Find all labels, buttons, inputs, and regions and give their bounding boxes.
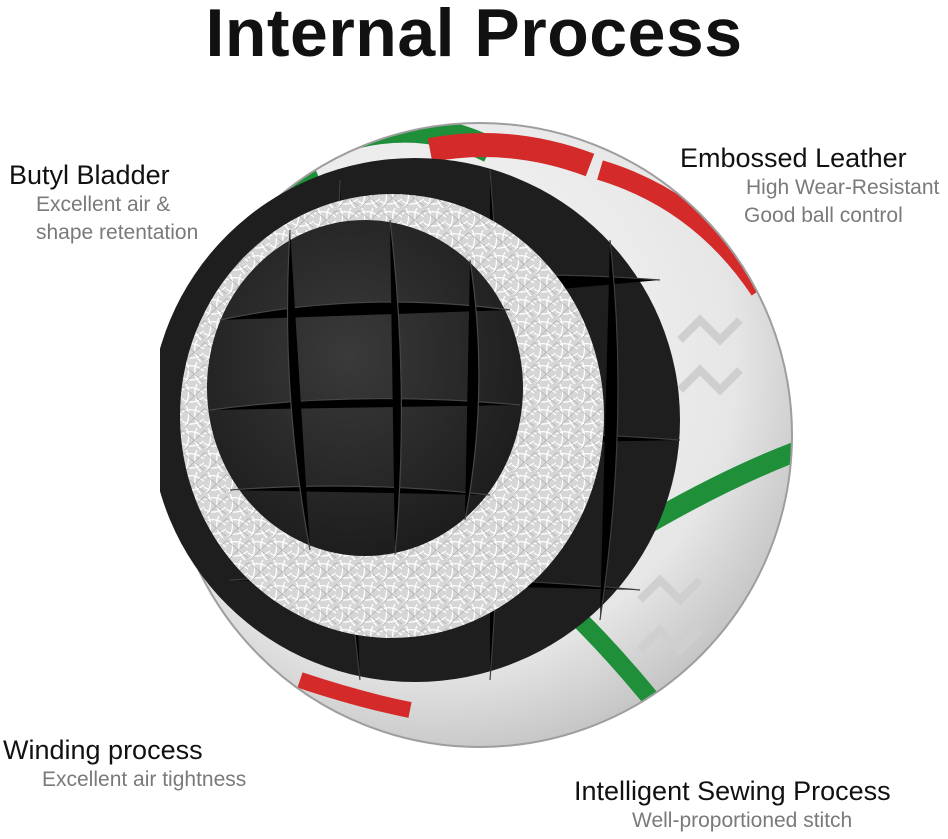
sewing-process-label: Intelligent Sewing Process Well-proporti…	[574, 776, 891, 835]
butyl-bladder-desc-1: Excellent air &	[36, 193, 171, 216]
sewing-process-desc: Well-proportioned stitch	[632, 809, 853, 832]
butyl-bladder-heading: Butyl Bladder	[9, 160, 170, 190]
winding-process-label: Winding process Excellent air tightness	[3, 735, 246, 794]
soccer-ball-cutaway-image	[160, 122, 793, 748]
butyl-bladder	[207, 219, 523, 556]
page-title: Internal Process	[205, 0, 743, 71]
butyl-bladder-desc-2: shape retentation	[36, 221, 199, 244]
butyl-bladder-label: Butyl Bladder Excellent air & shape rete…	[9, 160, 198, 247]
sewing-process-heading: Intelligent Sewing Process	[574, 776, 891, 806]
winding-process-heading: Winding process	[3, 735, 203, 765]
winding-process-desc: Excellent air tightness	[42, 768, 247, 791]
embossed-leather-desc-2: Good ball control	[744, 204, 903, 227]
embossed-leather-label: Embossed Leather High Wear-Resistant Goo…	[680, 143, 939, 230]
embossed-leather-desc-1: High Wear-Resistant	[746, 176, 940, 199]
embossed-leather-heading: Embossed Leather	[680, 143, 907, 173]
